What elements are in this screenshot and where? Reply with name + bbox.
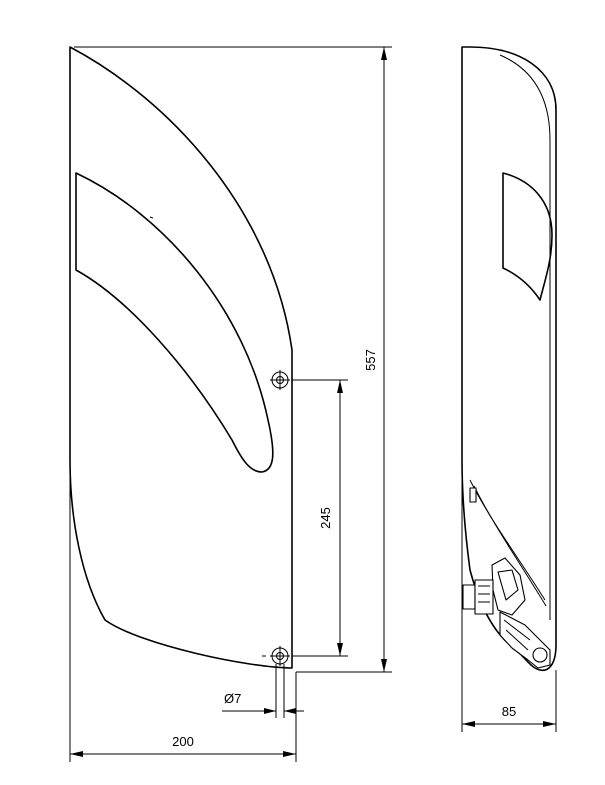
front-window-recess (75, 172, 274, 473)
dimension-width: 200 (69, 460, 297, 762)
dimension-depth: 85 (461, 460, 557, 732)
side-body-outline (461, 46, 557, 672)
front-mark (149, 216, 154, 219)
dimension-height-label: 557 (363, 349, 378, 371)
side-profile-curve (499, 54, 551, 620)
side-bottom-mechanism (462, 479, 551, 669)
dimension-height: 557 (74, 46, 392, 673)
dimension-hole-spacing: 245 (292, 379, 348, 657)
lower-mounting-hole (262, 646, 290, 666)
dimension-hole-diameter-label: Ø7 (224, 691, 241, 706)
dimension-depth-label: 85 (502, 704, 516, 719)
front-body-outline (69, 46, 293, 669)
dimension-width-label: 200 (172, 734, 194, 749)
upper-mounting-hole (270, 370, 290, 390)
side-view (461, 46, 557, 672)
front-view (69, 46, 293, 669)
dimension-hole-spacing-label: 245 (318, 507, 333, 529)
dimension-hole-diameter: Ø7 (222, 664, 304, 718)
side-window-recess (502, 172, 553, 301)
